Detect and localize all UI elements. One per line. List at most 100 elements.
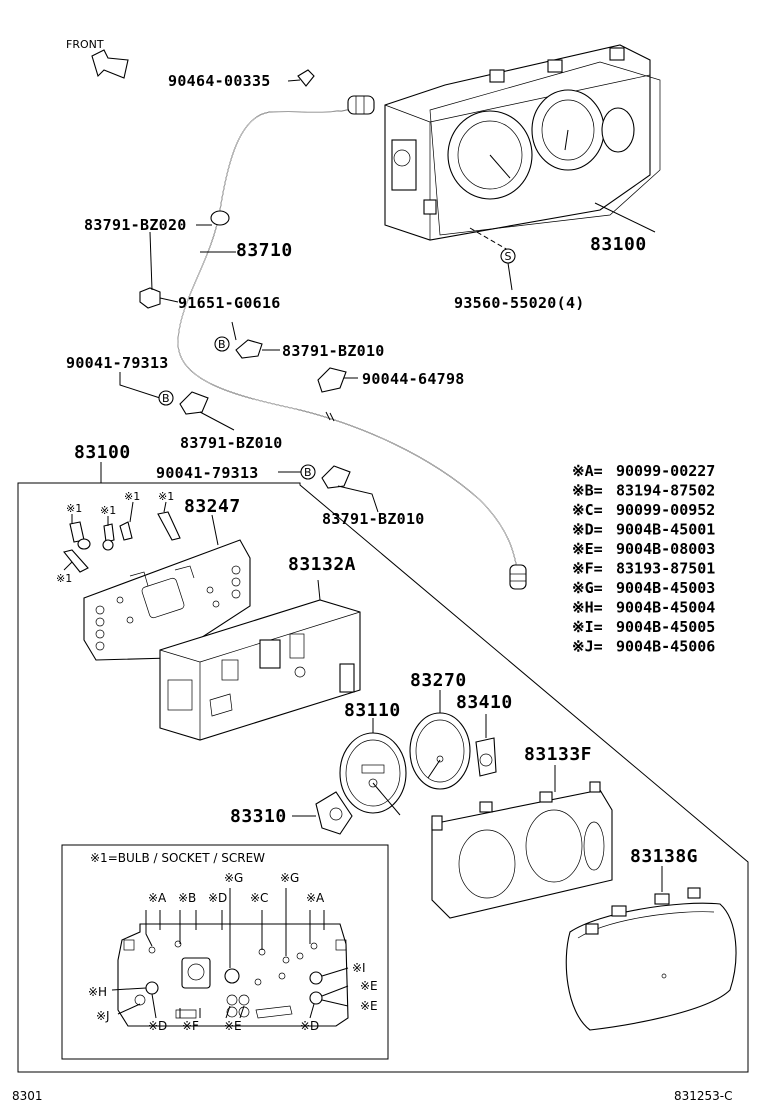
bolt-b-callout-2-icon — [158, 390, 174, 406]
star1-marker-3: ※1 — [124, 490, 140, 503]
star1-marker-5: ※1 — [56, 572, 72, 585]
fuel-gauge-icon — [475, 737, 497, 777]
callout-b-3: B — [304, 466, 312, 479]
legend-value: 9004B-45003 — [616, 579, 715, 597]
label-83791-BZ020: 83791-BZ020 — [84, 216, 187, 234]
tachometer-icon — [409, 712, 471, 790]
label-83710: 83710 — [236, 240, 293, 261]
legend-value: 9004B-45001 — [616, 521, 715, 539]
legend-key: ※E= — [572, 540, 603, 558]
label-83133F: 83133F — [524, 744, 592, 765]
exploded-view-frame — [17, 482, 749, 1073]
legend-key: ※A= — [572, 462, 603, 480]
inset-callout-d-top: ※D — [208, 891, 227, 905]
legend-value: 83193-87501 — [616, 560, 715, 578]
legend-value: 90099-00952 — [616, 501, 715, 519]
label-83110: 83110 — [344, 700, 401, 721]
inset-callout-f: ※F — [182, 1019, 199, 1033]
inset-callout-a-1: ※A — [148, 891, 167, 905]
cable-bottom-connector-icon — [509, 564, 527, 590]
label-83100-box: 83100 — [74, 442, 131, 463]
label-93560-55020: 93560-55020(4) — [454, 294, 585, 312]
inset-callout-j: ※J — [96, 1009, 110, 1023]
label-83310: 83310 — [230, 806, 287, 827]
meter-hood-icon — [431, 781, 613, 919]
front-direction-indicator: FRONT — [66, 38, 129, 79]
label-91651-G0616: 91651-G0616 — [178, 294, 281, 312]
inset-callout-g-2: ※G — [280, 871, 299, 885]
inset-callout-e-3: ※E — [224, 1019, 242, 1033]
label-83247: 83247 — [184, 496, 241, 517]
legend-value: 9004B-45006 — [616, 638, 715, 656]
footer-left-code: 8301 — [12, 1089, 43, 1103]
leader-83100-top — [594, 202, 656, 233]
bulb-inset-box — [61, 844, 389, 1060]
inset-title: ※1=BULB / SOCKET / SCREW — [90, 851, 265, 865]
clip-top-icon — [297, 69, 315, 87]
legend-key: ※G= — [572, 579, 603, 597]
label-90464-00335: 90464-00335 — [168, 72, 271, 90]
inset-callout-d-1: ※D — [148, 1019, 167, 1033]
inset-callout-a-2: ※A — [306, 891, 325, 905]
speedometer-icon — [339, 732, 407, 816]
label-83100-top: 83100 — [590, 234, 647, 255]
legend-value: 90099-00227 — [616, 462, 715, 480]
legend-key: ※I= — [572, 618, 603, 636]
cluster-assembly-top — [384, 44, 661, 241]
label-83410: 83410 — [456, 692, 513, 713]
legend-key: ※C= — [572, 501, 603, 519]
label-90041-79313-2: 90041-79313 — [156, 464, 259, 482]
legend-value: 9004B-45005 — [616, 618, 715, 636]
inset-plate-icon — [117, 923, 349, 1027]
star1-marker-1: ※1 — [66, 502, 82, 515]
front-label: FRONT — [66, 38, 104, 51]
legend-key: ※B= — [572, 482, 603, 500]
label-90041-79313-1: 90041-79313 — [66, 354, 169, 372]
clamp-b1-icon — [235, 339, 263, 359]
cable-clamp-upper-icon — [139, 287, 161, 309]
clamp-b2-icon — [179, 391, 209, 415]
inset-callout-e-1: ※E — [360, 979, 378, 993]
legend: ※A= 90099-00227 ※B= 83194-87502 ※C= 90099-009… — [572, 462, 715, 656]
footer-right-code: 831253-C — [674, 1089, 733, 1103]
inset-leaders — [111, 888, 349, 1019]
front-arrow-icon — [91, 49, 129, 79]
legend-key: ※J= — [572, 638, 603, 656]
bolt-b-callout-1-icon — [214, 336, 230, 352]
grommet-icon — [210, 210, 230, 226]
clip-mid-icon — [317, 367, 347, 393]
label-83791-BZ010-1: 83791-BZ010 — [282, 342, 385, 360]
circuit-plate — [83, 539, 251, 661]
clamp-b3-icon — [321, 465, 351, 489]
legend-key: ※H= — [572, 599, 603, 617]
legend-value: 9004B-45004 — [616, 599, 715, 617]
legend-key: ※F= — [572, 560, 603, 578]
inset-callout-g-1: ※G — [224, 871, 243, 885]
label-83138G: 83138G — [630, 846, 698, 867]
star1-marker-2: ※1 — [100, 504, 116, 517]
label-83791-BZ010-3: 83791-BZ010 — [322, 510, 425, 528]
bulb-screws — [63, 501, 181, 573]
inset-callout-b: ※B — [178, 891, 196, 905]
inset-callout-d-2: ※D — [300, 1019, 319, 1033]
label-83270: 83270 — [410, 670, 467, 691]
label-90044-64798: 90044-64798 — [362, 370, 465, 388]
legend-key: ※D= — [572, 521, 603, 539]
bolt-b-callout-3-icon — [300, 464, 316, 480]
temp-gauge-icon — [315, 791, 353, 835]
legend-value: 9004B-08003 — [616, 540, 715, 558]
speedometer-cable-upper — [177, 69, 527, 590]
inset-callout-e-2: ※E — [360, 999, 378, 1013]
inset-callout-i: ※I — [352, 961, 366, 975]
label-83132A: 83132A — [288, 554, 356, 575]
case-icon — [159, 599, 361, 741]
callout-s: S — [505, 250, 512, 263]
callout-b-2: B — [162, 392, 170, 405]
cable-top-connector-icon — [347, 95, 375, 115]
inset-callout-h: ※H — [88, 985, 107, 999]
label-83791-BZ010-2: 83791-BZ010 — [180, 434, 283, 452]
meter-glass-icon — [565, 887, 737, 1031]
legend-value: 83194-87502 — [616, 482, 715, 500]
inset-callout-c: ※C — [250, 891, 268, 905]
